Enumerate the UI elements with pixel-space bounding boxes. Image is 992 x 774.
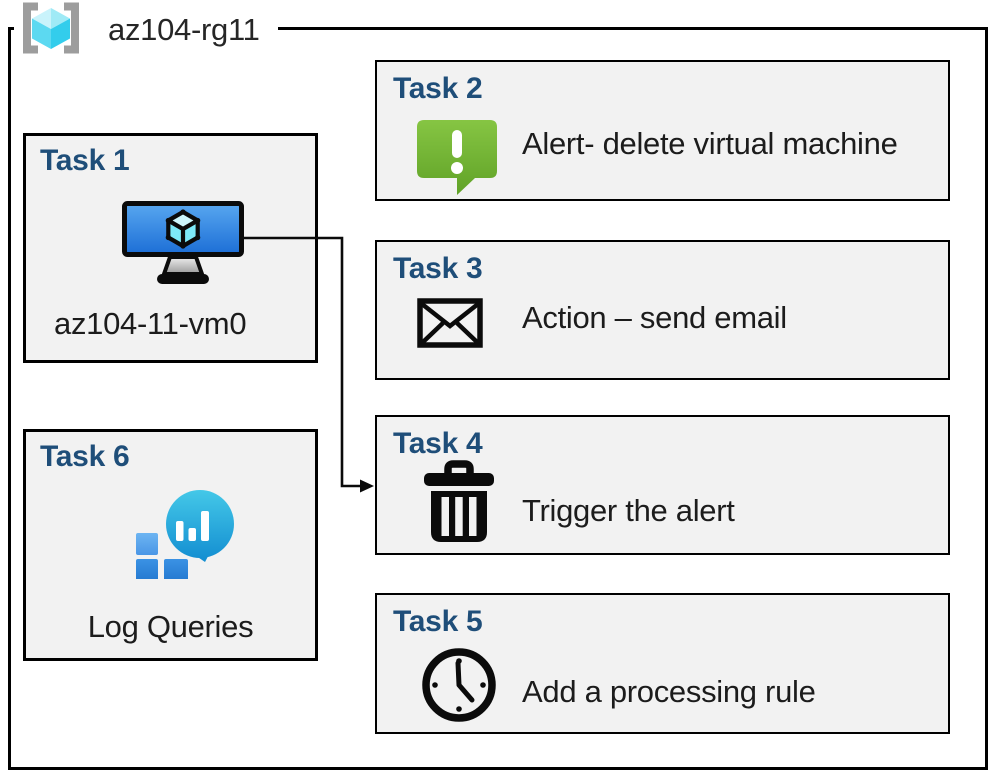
task2-box: Task 2 Alert- delete virtual machine xyxy=(375,60,950,201)
task1-title: Task 1 xyxy=(40,144,130,177)
alert-icon xyxy=(415,118,499,196)
task5-title: Task 5 xyxy=(393,605,483,638)
task1-label: az104-11-vm0 xyxy=(54,306,247,341)
task6-label: Log Queries xyxy=(87,609,254,644)
log-queries-icon xyxy=(136,489,236,581)
task3-label: Action – send email xyxy=(522,300,787,335)
task2-title: Task 2 xyxy=(393,72,483,105)
task1-box: Task 1 xyxy=(23,133,318,363)
task6-title: Task 6 xyxy=(40,440,130,473)
email-icon xyxy=(417,298,483,348)
task5-box: Task 5 Add a processing rule xyxy=(375,593,950,734)
task4-box: Task 4 Trigger the alert xyxy=(375,415,950,555)
trash-icon xyxy=(424,460,494,546)
resource-group-name: az104-rg11 xyxy=(108,12,260,47)
task4-title: Task 4 xyxy=(393,427,483,460)
resource-group-icon xyxy=(18,2,84,59)
task3-box: Task 3 Action – send email xyxy=(375,240,950,380)
task4-label: Trigger the alert xyxy=(522,493,735,528)
task3-title: Task 3 xyxy=(393,252,483,285)
resource-group-label: az104-rg11 xyxy=(14,2,278,58)
clock-icon xyxy=(419,645,499,725)
virtual-machine-icon xyxy=(121,200,245,288)
task5-label: Add a processing rule xyxy=(522,674,816,709)
task6-box: Task 6 xyxy=(23,429,318,661)
task2-label: Alert- delete virtual machine xyxy=(522,126,898,161)
